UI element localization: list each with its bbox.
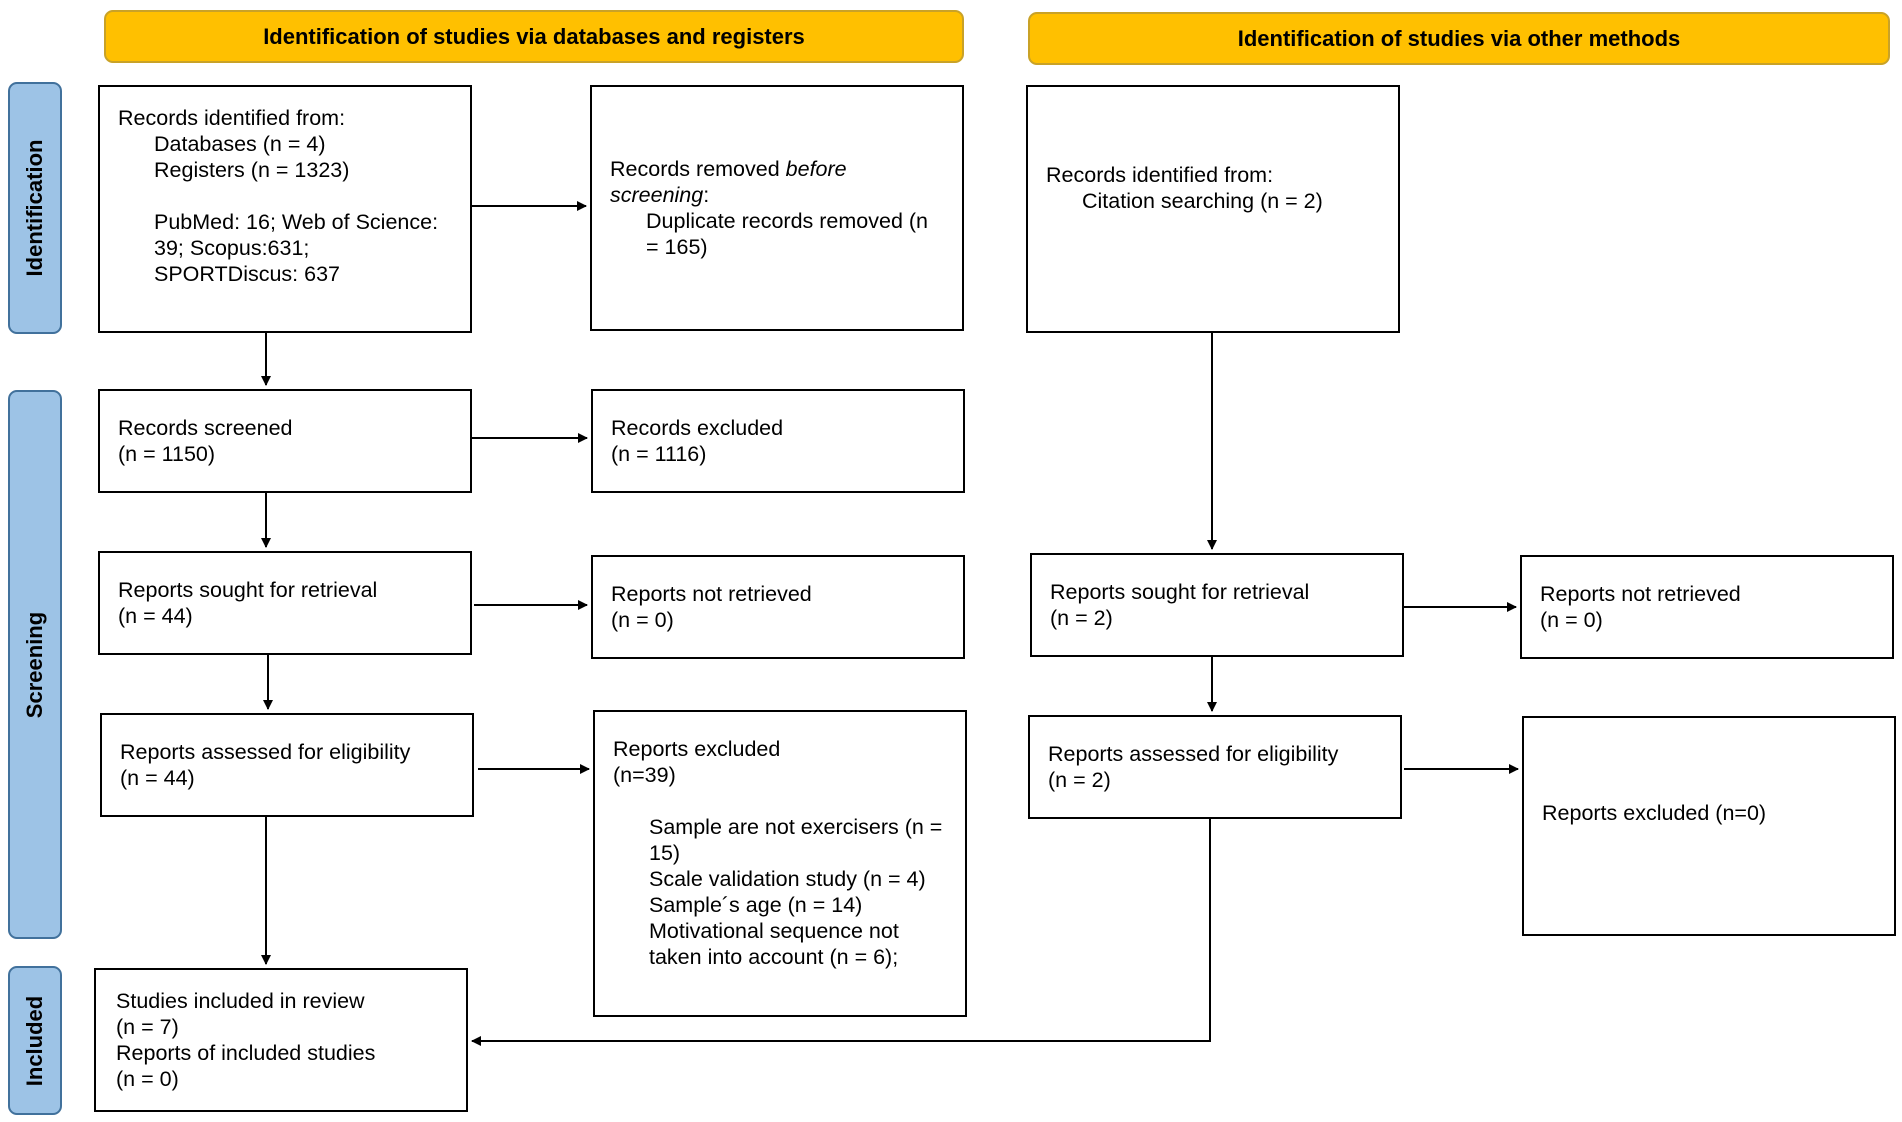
other-not-retrieved-n: (n = 0): [1540, 608, 1603, 632]
included-studies-n: (n = 7): [116, 1015, 179, 1039]
db-sought-n: (n = 44): [118, 604, 193, 628]
db-records-screened-box: Records screened (n = 1150): [98, 389, 472, 493]
db-identified-registers: Registers (n = 1323): [154, 158, 350, 182]
other-sought-title: Reports sought for retrieval: [1050, 580, 1310, 604]
db-screened-n: (n = 1150): [118, 442, 216, 466]
db-removed-title: Records removed before screening:: [610, 157, 847, 207]
exclusion-reason: Scale validation study (n = 4): [649, 867, 926, 891]
arrow-other-assessed-to-included: [471, 819, 1211, 1046]
db-removed-item: Duplicate records removed (n = 165): [646, 209, 929, 259]
exclusion-reason: Motivational sequence not taken into acc…: [649, 919, 899, 969]
db-reports-excluded-title: Reports excluded: [613, 737, 781, 761]
db-reports-sought-box: Reports sought for retrieval (n = 44): [98, 551, 472, 655]
db-not-retrieved-n: (n = 0): [611, 608, 674, 632]
db-sought-title: Reports sought for retrieval: [118, 578, 378, 602]
db-records-removed-box: Records removed before screening: Duplic…: [590, 85, 964, 331]
db-not-retrieved-title: Reports not retrieved: [611, 582, 812, 606]
db-excluded-n: (n = 1116): [611, 442, 707, 466]
db-assessed-title: Reports assessed for eligibility: [120, 740, 411, 764]
db-identified-databases: Databases (n = 4): [154, 132, 326, 156]
db-studies-included-box: Studies included in review (n = 7) Repor…: [94, 968, 468, 1112]
other-reports-not-retrieved-box: Reports not retrieved (n = 0): [1520, 555, 1894, 659]
db-identified-detail: PubMed: 16; Web of Science: 39; Scopus:6…: [154, 210, 439, 286]
included-studies-title: Studies included in review: [116, 989, 365, 1013]
other-assessed-n: (n = 2): [1048, 768, 1111, 792]
db-excluded-title: Records excluded: [611, 416, 784, 440]
header-other-methods: Identification of studies via other meth…: [1028, 12, 1890, 65]
other-not-retrieved-title: Reports not retrieved: [1540, 582, 1741, 606]
other-reports-excluded-box: Reports excluded (n=0): [1522, 716, 1896, 936]
db-reports-assessed-box: Reports assessed for eligibility (n = 44…: [100, 713, 474, 817]
header-other-label: Identification of studies via other meth…: [1237, 25, 1681, 51]
other-reports-assessed-box: Reports assessed for eligibility (n = 2): [1028, 715, 1402, 819]
other-reports-sought-box: Reports sought for retrieval (n = 2): [1030, 553, 1404, 657]
db-identified-title: Records identified from:: [118, 106, 346, 130]
included-reports-title: Reports of included studies: [116, 1041, 376, 1065]
other-records-identified-box: Records identified from: Citation search…: [1026, 85, 1400, 333]
db-reports-excluded-box: Reports excluded (n=39) Sample are not e…: [593, 710, 967, 1017]
other-identified-title: Records identified from:: [1046, 163, 1274, 187]
other-identified-item: Citation searching (n = 2): [1082, 189, 1323, 213]
exclusion-reason: Sample´s age (n = 14): [649, 893, 863, 917]
phase-included: Included: [8, 966, 62, 1115]
other-excluded-title: Reports excluded (n=0): [1542, 801, 1767, 825]
included-reports-n: (n = 0): [116, 1067, 179, 1091]
header-databases-registers: Identification of studies via databases …: [104, 10, 964, 63]
db-reports-not-retrieved-box: Reports not retrieved (n = 0): [591, 555, 965, 659]
exclusion-reason: Sample are not exercisers (n = 15): [649, 815, 943, 865]
db-assessed-n: (n = 44): [120, 766, 195, 790]
header-databases-label: Identification of studies via databases …: [263, 23, 805, 49]
db-records-excluded-box: Records excluded (n = 1116): [591, 389, 965, 493]
db-reports-excluded-n: (n=39): [613, 763, 676, 787]
db-screened-title: Records screened: [118, 416, 293, 440]
other-sought-n: (n = 2): [1050, 606, 1113, 630]
other-assessed-title: Reports assessed for eligibility: [1048, 742, 1339, 766]
phase-identification: Identification: [8, 82, 62, 334]
db-records-identified-box: Records identified from: Databases (n = …: [98, 85, 472, 333]
phase-screening: Screening: [8, 390, 62, 939]
